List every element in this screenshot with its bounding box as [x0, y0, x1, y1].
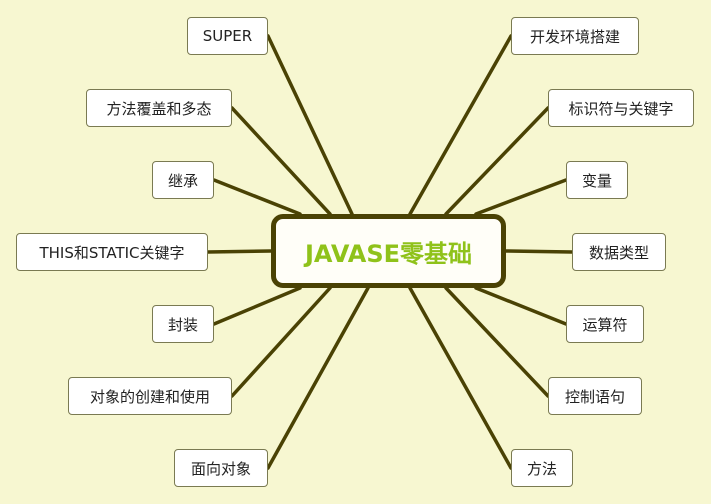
node-label: 方法覆盖和多态 [106, 99, 212, 118]
node-object-creation-usage[interactable]: 对象的创建和使用 [68, 377, 232, 415]
node-this-static-keywords[interactable]: THIS和STATIC关键字 [16, 233, 208, 271]
connector-line-6 [266, 286, 370, 470]
node-label: 控制语句 [564, 387, 625, 406]
node-super[interactable]: SUPER [187, 17, 268, 55]
node-variables[interactable]: 变量 [566, 161, 628, 199]
node-label: 继承 [167, 171, 198, 190]
connector-line-5 [230, 286, 332, 398]
node-label: 运算符 [582, 315, 628, 334]
node-label: 方法 [526, 459, 557, 478]
connector-line-13 [408, 286, 513, 470]
node-method-override-polymorphism[interactable]: 方法覆盖和多态 [86, 89, 232, 127]
connector-line-2 [212, 178, 302, 216]
node-methods[interactable]: 方法 [511, 449, 573, 487]
connector-line-4 [212, 286, 302, 326]
node-dev-environment-setup[interactable]: 开发环境搭建 [511, 17, 639, 55]
node-inheritance[interactable]: 继承 [152, 161, 214, 199]
node-label: 开发环境搭建 [529, 27, 620, 46]
connector-line-1 [230, 106, 332, 216]
connector-line-7 [408, 34, 513, 216]
node-label: 数据类型 [588, 243, 649, 262]
node-operators[interactable]: 运算符 [566, 305, 644, 343]
connector-line-12 [444, 286, 550, 398]
node-identifiers-keywords[interactable]: 标识符与关键字 [548, 89, 694, 127]
connector-line-11 [474, 286, 568, 326]
node-label: 对象的创建和使用 [89, 387, 210, 406]
central-topic[interactable]: JAVASE零基础 [271, 214, 506, 288]
connector-line-9 [474, 178, 568, 216]
node-label: 封装 [167, 315, 198, 334]
node-label: 标识符与关键字 [568, 99, 674, 118]
node-data-types[interactable]: 数据类型 [572, 233, 666, 271]
node-label: THIS和STATIC关键字 [39, 243, 185, 262]
node-label: 面向对象 [190, 459, 251, 478]
node-encapsulation[interactable]: 封装 [152, 305, 214, 343]
central-topic-label: JAVASE零基础 [304, 239, 473, 268]
connector-line-10 [504, 249, 574, 254]
connector-line-8 [444, 106, 550, 216]
node-control-statements[interactable]: 控制语句 [548, 377, 642, 415]
node-label: SUPER [202, 27, 253, 45]
connector-line-3 [206, 249, 273, 254]
node-object-oriented[interactable]: 面向对象 [174, 449, 268, 487]
node-label: 变量 [581, 171, 612, 190]
connector-line-0 [266, 34, 354, 216]
